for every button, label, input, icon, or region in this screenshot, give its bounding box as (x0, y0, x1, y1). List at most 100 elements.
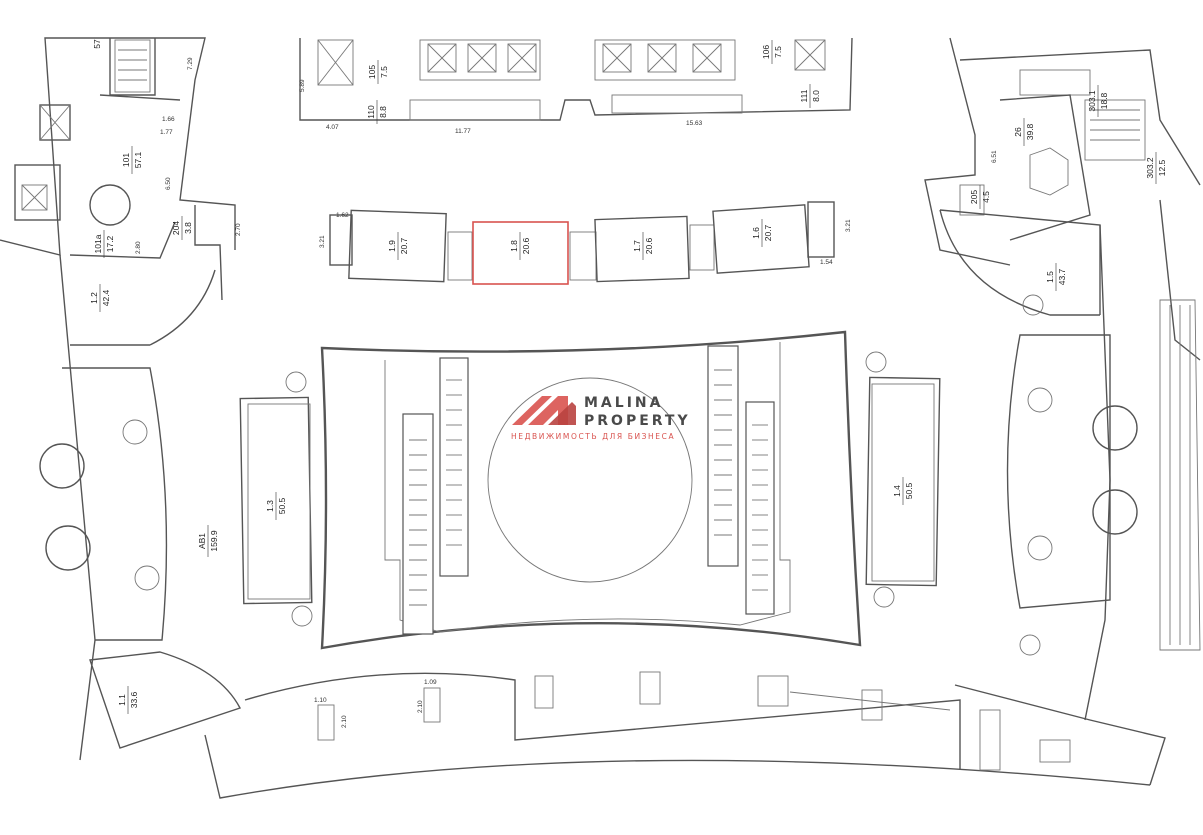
svg-text:204: 204 (171, 221, 181, 235)
logo-tagline: НЕДВИЖИМОСТЬ ДЛЯ БИЗНЕСА (511, 432, 675, 441)
svg-text:4.5: 4.5 (981, 191, 991, 203)
dim-5-89: 5.89 (299, 79, 306, 92)
svg-text:57: 57 (92, 39, 102, 49)
dim-1-09: 1.09 (424, 679, 437, 686)
room-labels: 57 101 57.1 101a 17.2 204 3.8 1.2 42.4 1… (89, 39, 1167, 714)
svg-text:159.9: 159.9 (209, 530, 219, 552)
dimension-labels: 7.29 1.66 1.77 6.50 2.80 2.70 5.89 4.07 … (135, 57, 998, 728)
atrium (239, 330, 941, 650)
svg-text:20.6: 20.6 (521, 237, 531, 254)
dim-1-77: 1.77 (160, 129, 173, 136)
svg-text:111: 111 (799, 89, 809, 102)
svg-text:AB1: AB1 (197, 533, 207, 549)
svg-text:57.1: 57.1 (133, 151, 143, 168)
kiosk-row (329, 201, 835, 285)
room-ab1: AB1 159.9 (197, 525, 219, 557)
logo-line1: MALINA (584, 395, 663, 411)
room-204: 204 3.8 (171, 216, 193, 240)
escalator-left-lower (402, 413, 434, 635)
room-1-1: 1.1 33.6 (117, 686, 139, 714)
svg-text:20.7: 20.7 (399, 237, 409, 254)
escalator-right-lower (745, 401, 775, 615)
svg-text:7.5: 7.5 (773, 46, 783, 58)
svg-text:101a: 101a (93, 234, 103, 253)
room-303-1: 303.1 18.8 (1087, 85, 1109, 117)
right-wing (924, 37, 1201, 786)
svg-text:101: 101 (121, 153, 131, 167)
room-205: 205 4.5 (969, 185, 991, 209)
room-1-3: 1.3 50.5 (265, 492, 287, 520)
svg-text:1.7: 1.7 (632, 240, 642, 252)
room-1-7: 1.7 20.6 (632, 232, 654, 260)
escalator-right-upper (707, 345, 739, 567)
room-111: 111 8.0 (799, 84, 821, 108)
dim-7-29: 7.29 (187, 57, 194, 70)
dim-2-70: 2.70 (235, 223, 242, 236)
svg-text:303.1: 303.1 (1087, 90, 1097, 112)
room-1-5: 1.5 43.7 (1045, 263, 1067, 291)
room-101: 101 57.1 (121, 146, 143, 174)
svg-text:43.7: 43.7 (1057, 268, 1067, 285)
malina-property-logo: MALINA PROPERTY НЕДВИЖИМОСТЬ ДЛЯ БИЗНЕСА (511, 395, 691, 441)
svg-text:50.5: 50.5 (277, 497, 287, 514)
dim-1-62: 1.62 (336, 212, 349, 219)
svg-text:303.2: 303.2 (1145, 157, 1155, 179)
room-110: 110 8.8 (366, 100, 388, 124)
svg-text:106: 106 (761, 45, 771, 59)
room-1-8: 1.8 20.6 (509, 232, 531, 260)
dim-1-54: 1.54 (820, 259, 833, 266)
dim-6-50: 6.50 (165, 177, 172, 190)
svg-text:17.2: 17.2 (105, 235, 115, 252)
room-1-6: 1.6 20.7 (751, 219, 773, 247)
svg-text:20.6: 20.6 (644, 237, 654, 254)
bottom-corridor (204, 671, 1151, 799)
room-101a: 101a 17.2 (93, 230, 115, 258)
dim-1-66: 1.66 (162, 116, 175, 123)
room-57: 57 (92, 39, 102, 49)
room-106: 106 7.5 (761, 40, 783, 64)
svg-text:39.8: 39.8 (1025, 123, 1035, 140)
svg-text:1.3: 1.3 (265, 500, 275, 512)
svg-text:3.8: 3.8 (183, 222, 193, 234)
room-303-2: 303.2 12.5 (1145, 152, 1167, 184)
svg-text:50.5: 50.5 (904, 482, 914, 499)
svg-text:105: 105 (367, 65, 377, 79)
svg-text:205: 205 (969, 190, 979, 204)
top-block (299, 37, 853, 121)
logo-mark-icon (512, 396, 576, 425)
svg-text:1.4: 1.4 (892, 485, 902, 497)
svg-text:7.5: 7.5 (379, 66, 389, 78)
svg-text:33.6: 33.6 (129, 691, 139, 708)
dim-2-10-left: 2.10 (341, 715, 348, 728)
logo-line2: PROPERTY (584, 413, 691, 429)
svg-text:8.8: 8.8 (378, 106, 388, 118)
svg-text:20.7: 20.7 (763, 224, 773, 241)
dim-2-80: 2.80 (135, 241, 142, 254)
svg-text:1.1: 1.1 (117, 694, 127, 706)
dim-2-10-right: 2.10 (417, 700, 424, 713)
svg-text:1.8: 1.8 (509, 240, 519, 252)
room-1-9: 1.9 20.7 (387, 232, 409, 260)
svg-text:12.5: 12.5 (1157, 159, 1167, 176)
svg-text:1.6: 1.6 (751, 227, 761, 239)
svg-text:42.4: 42.4 (101, 289, 111, 306)
svg-text:8.0: 8.0 (811, 90, 821, 102)
svg-text:1.9: 1.9 (387, 240, 397, 252)
dim-1-10: 1.10 (314, 697, 327, 704)
svg-text:1.5: 1.5 (1045, 271, 1055, 283)
room-26: 26 39.8 (1013, 118, 1035, 146)
dim-4-07: 4.07 (326, 124, 339, 131)
svg-text:26: 26 (1013, 127, 1023, 137)
highlighted-unit-outline (472, 221, 569, 285)
svg-text:110: 110 (366, 105, 376, 119)
room-105: 105 7.5 (367, 60, 389, 84)
dim-6-51: 6.51 (991, 150, 998, 163)
svg-text:18.8: 18.8 (1099, 92, 1109, 109)
room-1-2: 1.2 42.4 (89, 284, 111, 312)
room-1-4: 1.4 50.5 (892, 477, 914, 505)
dim-3-21-left: 3.21 (319, 235, 326, 248)
escalator-left-upper (439, 357, 469, 577)
dim-3-21-right: 3.21 (845, 219, 852, 232)
dim-11-77: 11.77 (455, 128, 471, 135)
